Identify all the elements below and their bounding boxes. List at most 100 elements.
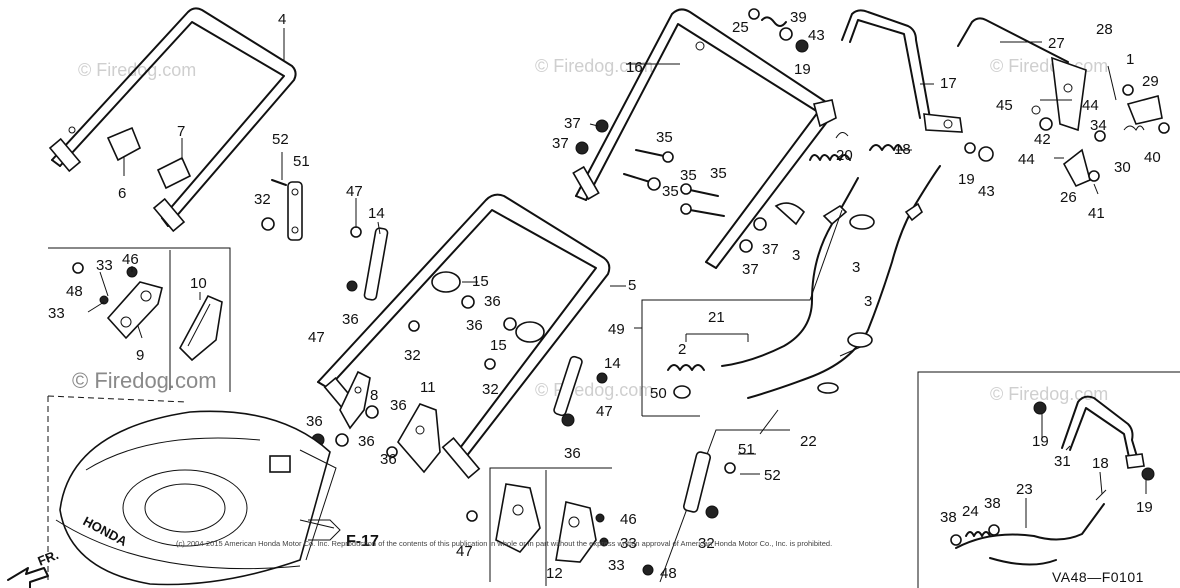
link-14-left <box>346 226 389 301</box>
hardware-top <box>748 8 809 53</box>
callout-37: 37 <box>552 135 569 152</box>
callout-3: 3 <box>852 259 860 276</box>
watermark-main: © Firedog.com <box>72 368 217 393</box>
callout-28: 28 <box>1096 21 1113 38</box>
callout-30: 30 <box>1114 159 1131 176</box>
bracket-12 <box>466 467 654 586</box>
callout-46: 46 <box>122 251 139 268</box>
callout-36: 36 <box>564 445 581 462</box>
callout-24: 24 <box>962 503 979 520</box>
upper-handle-4 <box>48 7 297 233</box>
callout-20: 20 <box>836 147 853 164</box>
callout-25: 25 <box>732 19 749 36</box>
watermark-text: © Firedog.com <box>990 56 1108 76</box>
callout-33: 33 <box>608 557 625 574</box>
callout-49: 49 <box>608 321 625 338</box>
linkage-27 <box>957 17 1170 188</box>
bolts-35 <box>623 149 725 217</box>
pivot-15 <box>408 271 545 370</box>
callout-40: 40 <box>1144 149 1161 166</box>
callout-46: 46 <box>620 511 637 528</box>
callout-19: 19 <box>1136 499 1153 516</box>
bracket-box <box>48 247 231 392</box>
diagram-code: VA48—F0101 <box>1052 569 1144 585</box>
bracket-8-11 <box>311 370 441 474</box>
section-ref: F-17 <box>346 533 379 550</box>
callout-36: 36 <box>306 413 323 430</box>
upper-handle-16 <box>572 8 837 269</box>
callout-36: 36 <box>358 433 375 450</box>
callout-15: 15 <box>472 273 489 290</box>
watermark-text: © Firedog.com <box>535 56 653 76</box>
callout-43: 43 <box>978 183 995 200</box>
callout-9: 9 <box>136 347 144 364</box>
reference-marks: F-17 FR. <box>7 519 379 588</box>
link-14-right <box>553 355 608 427</box>
callout-36: 36 <box>390 397 407 414</box>
springs-20-18 <box>809 132 903 161</box>
callout-33: 33 <box>620 535 637 552</box>
callout-33: 33 <box>96 257 113 274</box>
watermark-text: © Firedog.com <box>990 384 1108 404</box>
callout-47: 47 <box>596 403 613 420</box>
callout-11: 11 <box>420 379 436 396</box>
callout-32: 32 <box>404 347 421 364</box>
callout-10: 10 <box>190 275 207 292</box>
callout-51: 51 <box>293 153 310 170</box>
lower-handle-5 <box>317 193 611 479</box>
callout-42: 42 <box>1034 131 1051 148</box>
nuts-37 <box>739 202 806 253</box>
mower-deck: HONDA <box>47 395 337 586</box>
callout-21: 21 <box>708 309 725 326</box>
callout-23: 23 <box>1016 481 1033 498</box>
callout-47: 47 <box>308 329 325 346</box>
callout-4: 4 <box>278 11 286 28</box>
callout-52: 52 <box>272 131 289 148</box>
callout-19: 19 <box>1032 433 1049 450</box>
callout-38: 38 <box>984 495 1001 512</box>
control-bail-17 <box>841 9 963 133</box>
callout-labels: 4 6 7 52 51 32 47 14 46 33 48 33 9 10 15… <box>48 9 1161 582</box>
callout-17: 17 <box>940 75 957 92</box>
clamp-51 <box>261 179 303 241</box>
callout-50: 50 <box>650 385 667 402</box>
watermark-layer: © Firedog.com © Firedog.com © Firedog.co… <box>72 56 1108 404</box>
callout-14: 14 <box>368 205 385 222</box>
callout-18: 18 <box>1092 455 1109 472</box>
callout-6: 6 <box>118 185 126 202</box>
leader-lines <box>87 28 1147 528</box>
callout-38: 38 <box>940 509 957 526</box>
callout-35: 35 <box>662 183 679 200</box>
copyright-notice: (c) 2004-2015 American Honda Motor Co. I… <box>176 539 832 548</box>
frame-49 <box>641 209 843 417</box>
callout-44: 44 <box>1018 151 1035 168</box>
callout-35: 35 <box>680 167 697 184</box>
callout-19: 19 <box>794 61 811 78</box>
callout-1: 1 <box>1126 51 1134 68</box>
callout-36: 36 <box>466 317 483 334</box>
callout-12: 12 <box>546 565 563 582</box>
callout-39: 39 <box>790 9 807 26</box>
callout-33: 33 <box>48 305 65 322</box>
callout-35: 35 <box>656 129 673 146</box>
callout-43: 43 <box>808 27 825 44</box>
callout-2: 2 <box>678 341 686 358</box>
callout-34: 34 <box>1090 117 1107 134</box>
callout-26: 26 <box>1060 189 1077 206</box>
callout-48: 48 <box>66 283 83 300</box>
callout-47: 47 <box>456 543 473 560</box>
callout-37: 37 <box>742 261 759 278</box>
callout-48: 48 <box>660 565 677 582</box>
callout-19: 19 <box>958 171 975 188</box>
callout-3: 3 <box>792 247 800 264</box>
callout-45: 45 <box>996 97 1013 114</box>
callout-8: 8 <box>370 387 378 404</box>
lever-51-bottom <box>659 429 790 583</box>
callout-32: 32 <box>698 535 715 552</box>
callout-3: 3 <box>864 293 872 310</box>
callout-35: 35 <box>710 165 727 182</box>
callout-41: 41 <box>1088 205 1105 222</box>
callout-15: 15 <box>490 337 507 354</box>
callout-29: 29 <box>1142 73 1159 90</box>
